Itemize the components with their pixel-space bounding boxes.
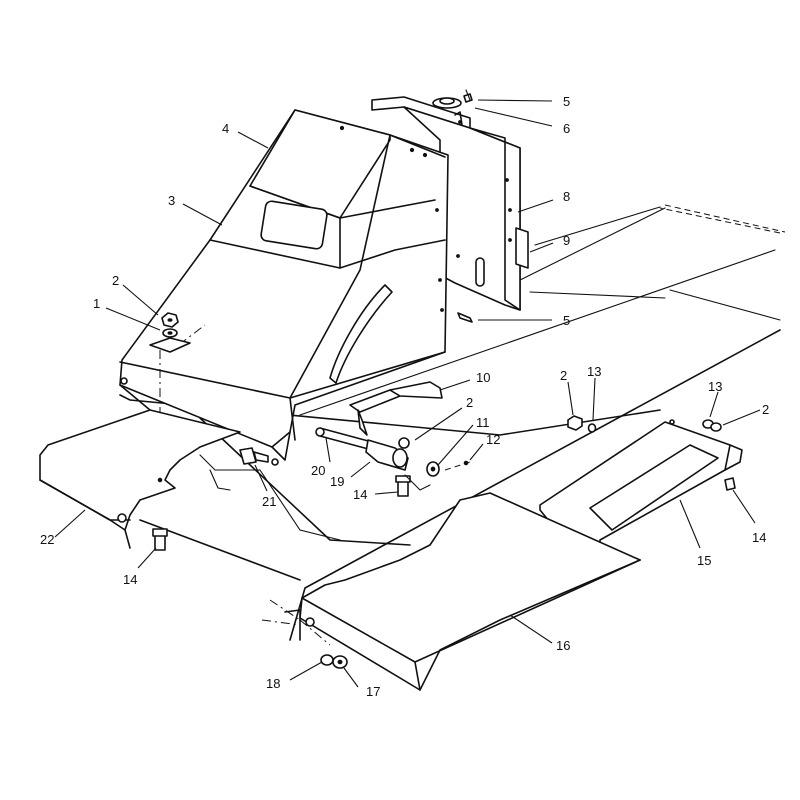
pin-12: [444, 460, 471, 471]
callout-14: 14: [752, 530, 766, 545]
callout-labels: 4 3 2 1 5 6 8 9 5 10 2 11 12 20 19 21 14…: [40, 94, 769, 699]
washer-17: [332, 655, 348, 669]
callout-18: 18: [266, 676, 280, 691]
callout-2: 2: [112, 273, 119, 288]
bolt-14-center: [395, 475, 411, 497]
callout-12: 12: [486, 432, 500, 447]
shroud-4: [119, 109, 449, 466]
nut-2-right: [710, 422, 722, 432]
guard-16: [269, 492, 641, 691]
callout-5: 5: [563, 94, 570, 109]
callout-14: 14: [123, 572, 137, 587]
callout-21: 21: [262, 494, 276, 509]
callout-2: 2: [762, 402, 769, 417]
callout-22: 22: [40, 532, 54, 547]
nut-18: [320, 654, 334, 666]
callout-13: 13: [587, 364, 601, 379]
bolt-14-right: [724, 477, 736, 491]
callout-4: 4: [222, 121, 229, 136]
callout-15: 15: [697, 553, 711, 568]
leader-lines: [54, 99, 761, 688]
callout-2: 2: [466, 395, 473, 410]
callout-11: 11: [476, 415, 490, 430]
washer-11: [426, 461, 440, 477]
callout-13: 13: [708, 379, 722, 394]
callout-16: 16: [556, 638, 570, 653]
rear-panel-8: [371, 96, 529, 311]
screw-5-side: [440, 308, 473, 323]
nut-2-mid: [567, 415, 583, 431]
washer-13-mid: [587, 423, 597, 433]
callout-1: 1: [93, 296, 100, 311]
fastener-6: [432, 97, 462, 109]
callout-19: 19: [330, 474, 344, 489]
callout-17: 17: [366, 684, 380, 699]
screw-5-top: [463, 89, 473, 103]
lever-10: [349, 381, 443, 436]
bolt-21: [239, 447, 269, 465]
nut-2-left: [161, 312, 179, 328]
guard-22: [39, 409, 241, 549]
bracket-19: [365, 437, 410, 471]
callout-9: 9: [563, 233, 570, 248]
callout-8: 8: [563, 189, 570, 204]
bolt-14-left: [152, 528, 168, 551]
callout-5: 5: [563, 313, 570, 328]
washer-1-left: [162, 328, 178, 338]
callout-6: 6: [563, 121, 570, 136]
callout-3: 3: [168, 193, 175, 208]
callout-14: 14: [353, 487, 367, 502]
callout-2: 2: [560, 368, 567, 383]
callout-10: 10: [476, 370, 490, 385]
callout-20: 20: [311, 463, 325, 478]
